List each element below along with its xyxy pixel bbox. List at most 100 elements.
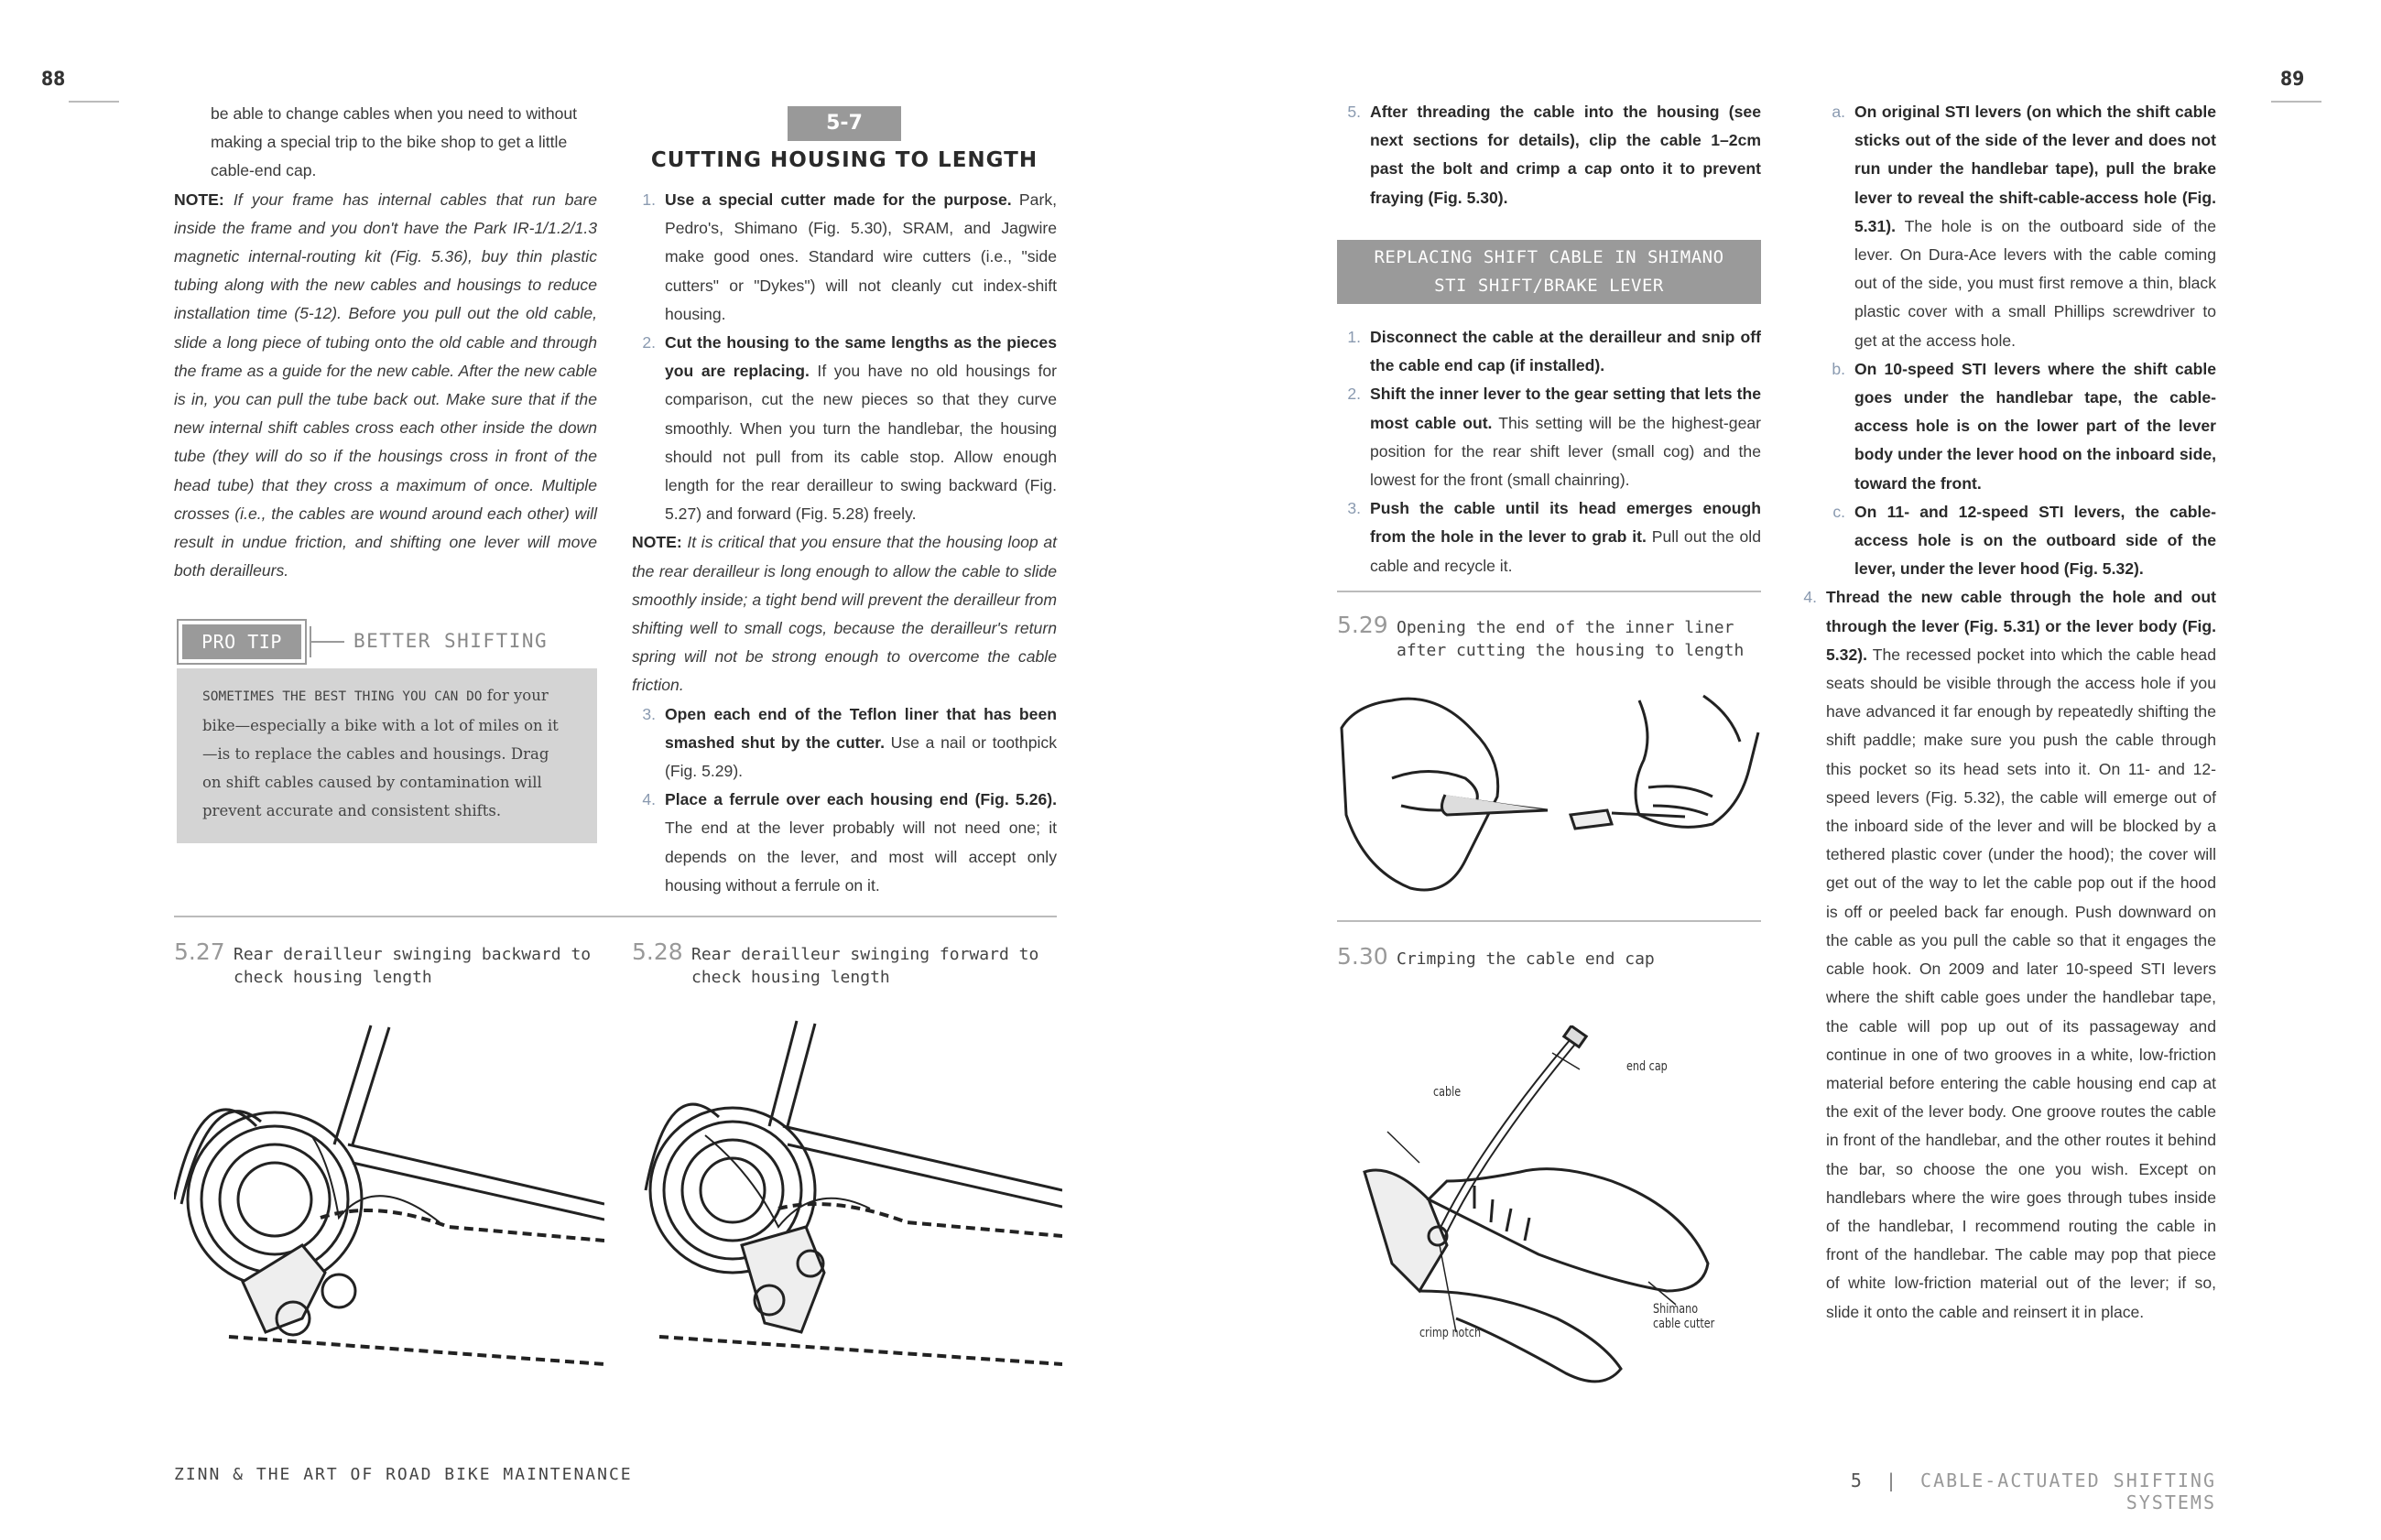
- sti-step-2: 2. Shift the inner lever to the gear sett…: [1337, 380, 1761, 494]
- sti-step-3: 3. Push the cable until its head emerges …: [1337, 494, 1761, 580]
- left-column-2: 1. Use a special cutter made for the purp…: [632, 186, 1057, 900]
- pro-tip-divider-v: [310, 626, 311, 657]
- step-2: 2. Cut the housing to the same lengths as…: [632, 329, 1057, 528]
- pro-tip-lead: SOMETIMES THE BEST THING YOU CAN DO: [202, 689, 483, 704]
- step-text: This setting will be the highest-gear po…: [1370, 413, 1761, 490]
- step-5: 5. After threading the cable into the hou…: [1337, 98, 1761, 212]
- step-bold: On 10-speed STI levers where the shift c…: [1854, 359, 2216, 493]
- note-text: If your frame has internal cables that r…: [174, 190, 597, 580]
- pro-tip-text: SOMETIMES THE BEST THING YOU CAN DO for …: [202, 681, 571, 825]
- step-number: 3.: [1347, 499, 1361, 518]
- footer-separator: |: [1885, 1470, 1898, 1491]
- label-cable: cable: [1433, 1085, 1462, 1100]
- left-column-1: be able to change cables when you need t…: [174, 100, 597, 585]
- cont-line: cable-end cap.: [211, 161, 317, 180]
- step-text: The hole is on the outboard side of the …: [1854, 216, 2216, 350]
- pro-tip-tag: PRO TIP: [177, 619, 307, 665]
- step-3: 3. Open each end of the Teflon liner that…: [632, 700, 1057, 786]
- cable-cutter-illustration: [1363, 1025, 1710, 1383]
- step-bold: Open each end of the Teflon liner that h…: [665, 704, 1057, 752]
- step-1: 1. Use a special cutter made for the purp…: [632, 186, 1057, 329]
- sti-step-1: 1. Disconnect the cable at the derailleur…: [1337, 323, 1761, 380]
- step-bold: On original STI levers (on which the shi…: [1854, 103, 2216, 235]
- label-end-cap: end cap: [1626, 1059, 1668, 1074]
- liner-opening-illustration: [1340, 694, 1760, 892]
- pro-tip-body-text: for your bike—especially a bike with a l…: [202, 687, 559, 819]
- step-text: Park, Pedro's, Shimano (Fig. 5.30), SRAM…: [665, 190, 1057, 323]
- note-label: NOTE:: [632, 533, 682, 552]
- step-text: The end at the lever probably will not n…: [665, 819, 1057, 895]
- substep-letter: b.: [1832, 359, 1845, 378]
- derailleur-forward-illustration: [644, 1020, 1062, 1366]
- figure-number: 5.29: [1337, 612, 1388, 638]
- figure-number: 5.30: [1337, 943, 1388, 970]
- step-bold: Place a ferrule over each housing end (F…: [665, 790, 1057, 809]
- pro-tip-body: SOMETIMES THE BEST THING YOU CAN DO for …: [177, 668, 597, 843]
- figure-number: 5.28: [632, 938, 683, 965]
- step-number: 2.: [1347, 385, 1361, 404]
- substep-letter: c.: [1832, 502, 1845, 521]
- step-bold: On 11- and 12-speed STI levers, the cabl…: [1854, 502, 2216, 579]
- section-header-line: STI SHIFT/BRAKE LEVER: [1434, 276, 1664, 296]
- step-text: The recessed pocket into which the cable…: [1826, 645, 2216, 1321]
- section-tag: 5-7: [788, 106, 901, 141]
- step-number: 2.: [642, 333, 656, 352]
- label-crimp-notch: crimp notch: [1419, 1326, 1482, 1340]
- note-text: It is critical that you ensure that the …: [632, 533, 1057, 695]
- step-bold: Shift the inner lever to the gear settin…: [1370, 385, 1761, 432]
- pro-tip-title: BETTER SHIFTING: [353, 630, 549, 652]
- footer-book-title: ZINN & THE ART OF ROAD BIKE MAINTENANCE: [174, 1465, 633, 1484]
- note-paragraph-2: NOTE: It is critical that you ensure tha…: [632, 528, 1057, 700]
- step-number: 1.: [1347, 328, 1361, 346]
- note-paragraph: NOTE: If your frame has internal cables …: [174, 186, 597, 586]
- step-bold: Cut the housing to the same lengths as t…: [665, 333, 1057, 381]
- sti-step-4: 4. Thread the new cable through the hole …: [1793, 583, 2216, 1326]
- step-number: 1.: [642, 190, 656, 209]
- cont-line: making a special trip to the bike shop t…: [211, 133, 568, 152]
- step-bold: Use a special cutter made for the purpos…: [665, 190, 1012, 209]
- sti-steps: 1. Disconnect the cable at the derailleur…: [1337, 323, 1761, 580]
- substep-letter: a.: [1832, 103, 1845, 121]
- pro-tip-box: PRO TIP BETTER SHIFTING SOMETIMES THE BE…: [174, 619, 597, 843]
- substep-c: c. On 11- and 12-speed STI levers, the ca…: [1793, 498, 2216, 584]
- derailleur-backward-illustration: [174, 1025, 604, 1366]
- step-bold: Thread the new cable through the hole an…: [1826, 588, 2216, 664]
- section-header-line: REPLACING SHIFT CABLE IN SHIMANO: [1374, 247, 1724, 267]
- pro-tip-divider: [310, 641, 344, 643]
- step-bold: Disconnect the cable at the derailleur a…: [1370, 328, 1761, 375]
- right-column-3: 5. After threading the cable into the hou…: [1337, 98, 1761, 212]
- step-text: If you have no old housings for comparis…: [665, 362, 1057, 524]
- step-number: 3.: [642, 704, 656, 723]
- substep-a: a. On original STI levers (on which the s…: [1793, 98, 2216, 355]
- step-number: 4.: [1803, 588, 1817, 607]
- right-column-4: a. On original STI levers (on which the s…: [1793, 98, 2216, 1327]
- figure-caption: Opening the end of the inner liner after…: [1397, 618, 1745, 660]
- label-shimano-cutter: Shimano cable cutter: [1653, 1302, 1715, 1331]
- step-text: Pull out the old cable and recycle it.: [1370, 527, 1761, 575]
- section-header-sti: REPLACING SHIFT CABLE IN SHIMANO STI SHI…: [1337, 240, 1761, 304]
- step-number: 4.: [642, 790, 656, 809]
- step-bold: Push the cable until its head emerges en…: [1370, 499, 1761, 547]
- figure-divider-529: [1337, 591, 1761, 592]
- note-label: NOTE:: [174, 190, 224, 209]
- cont-line: be able to change cables when you need t…: [211, 104, 578, 123]
- figure-number: 5.27: [174, 938, 225, 965]
- figure-caption: Rear derailleur swinging forward to chec…: [691, 945, 1039, 987]
- section-title: CUTTING HOUSING TO LENGTH: [650, 148, 1038, 172]
- step-bold: After threading the cable into the housi…: [1370, 103, 1761, 207]
- figure-divider-left: [174, 916, 1057, 917]
- figure-caption: Rear derailleur swinging backward to che…: [234, 945, 592, 987]
- header-rule-left: [69, 101, 119, 103]
- figure-divider-530: [1337, 920, 1761, 922]
- pro-tip-tag-label: PRO TIP: [182, 624, 301, 659]
- step-4: 4. Place a ferrule over each housing end …: [632, 786, 1057, 900]
- footer-chapter: 5 | CABLE-ACTUATED SHIFTING SYSTEMS: [1809, 1470, 2216, 1513]
- page-number-right: 89: [2280, 68, 2305, 90]
- step-number: 5.: [1347, 103, 1361, 121]
- footer-chapter-title: CABLE-ACTUATED SHIFTING SYSTEMS: [1920, 1470, 2216, 1513]
- step-text: Use a nail or toothpick (Fig. 5.29).: [665, 732, 1057, 781]
- figure-caption: Crimping the cable end cap: [1397, 949, 1655, 969]
- page-number-left: 88: [41, 68, 66, 90]
- substep-b: b. On 10-speed STI levers where the shift…: [1793, 355, 2216, 498]
- footer-chapter-number: 5: [1850, 1470, 1864, 1491]
